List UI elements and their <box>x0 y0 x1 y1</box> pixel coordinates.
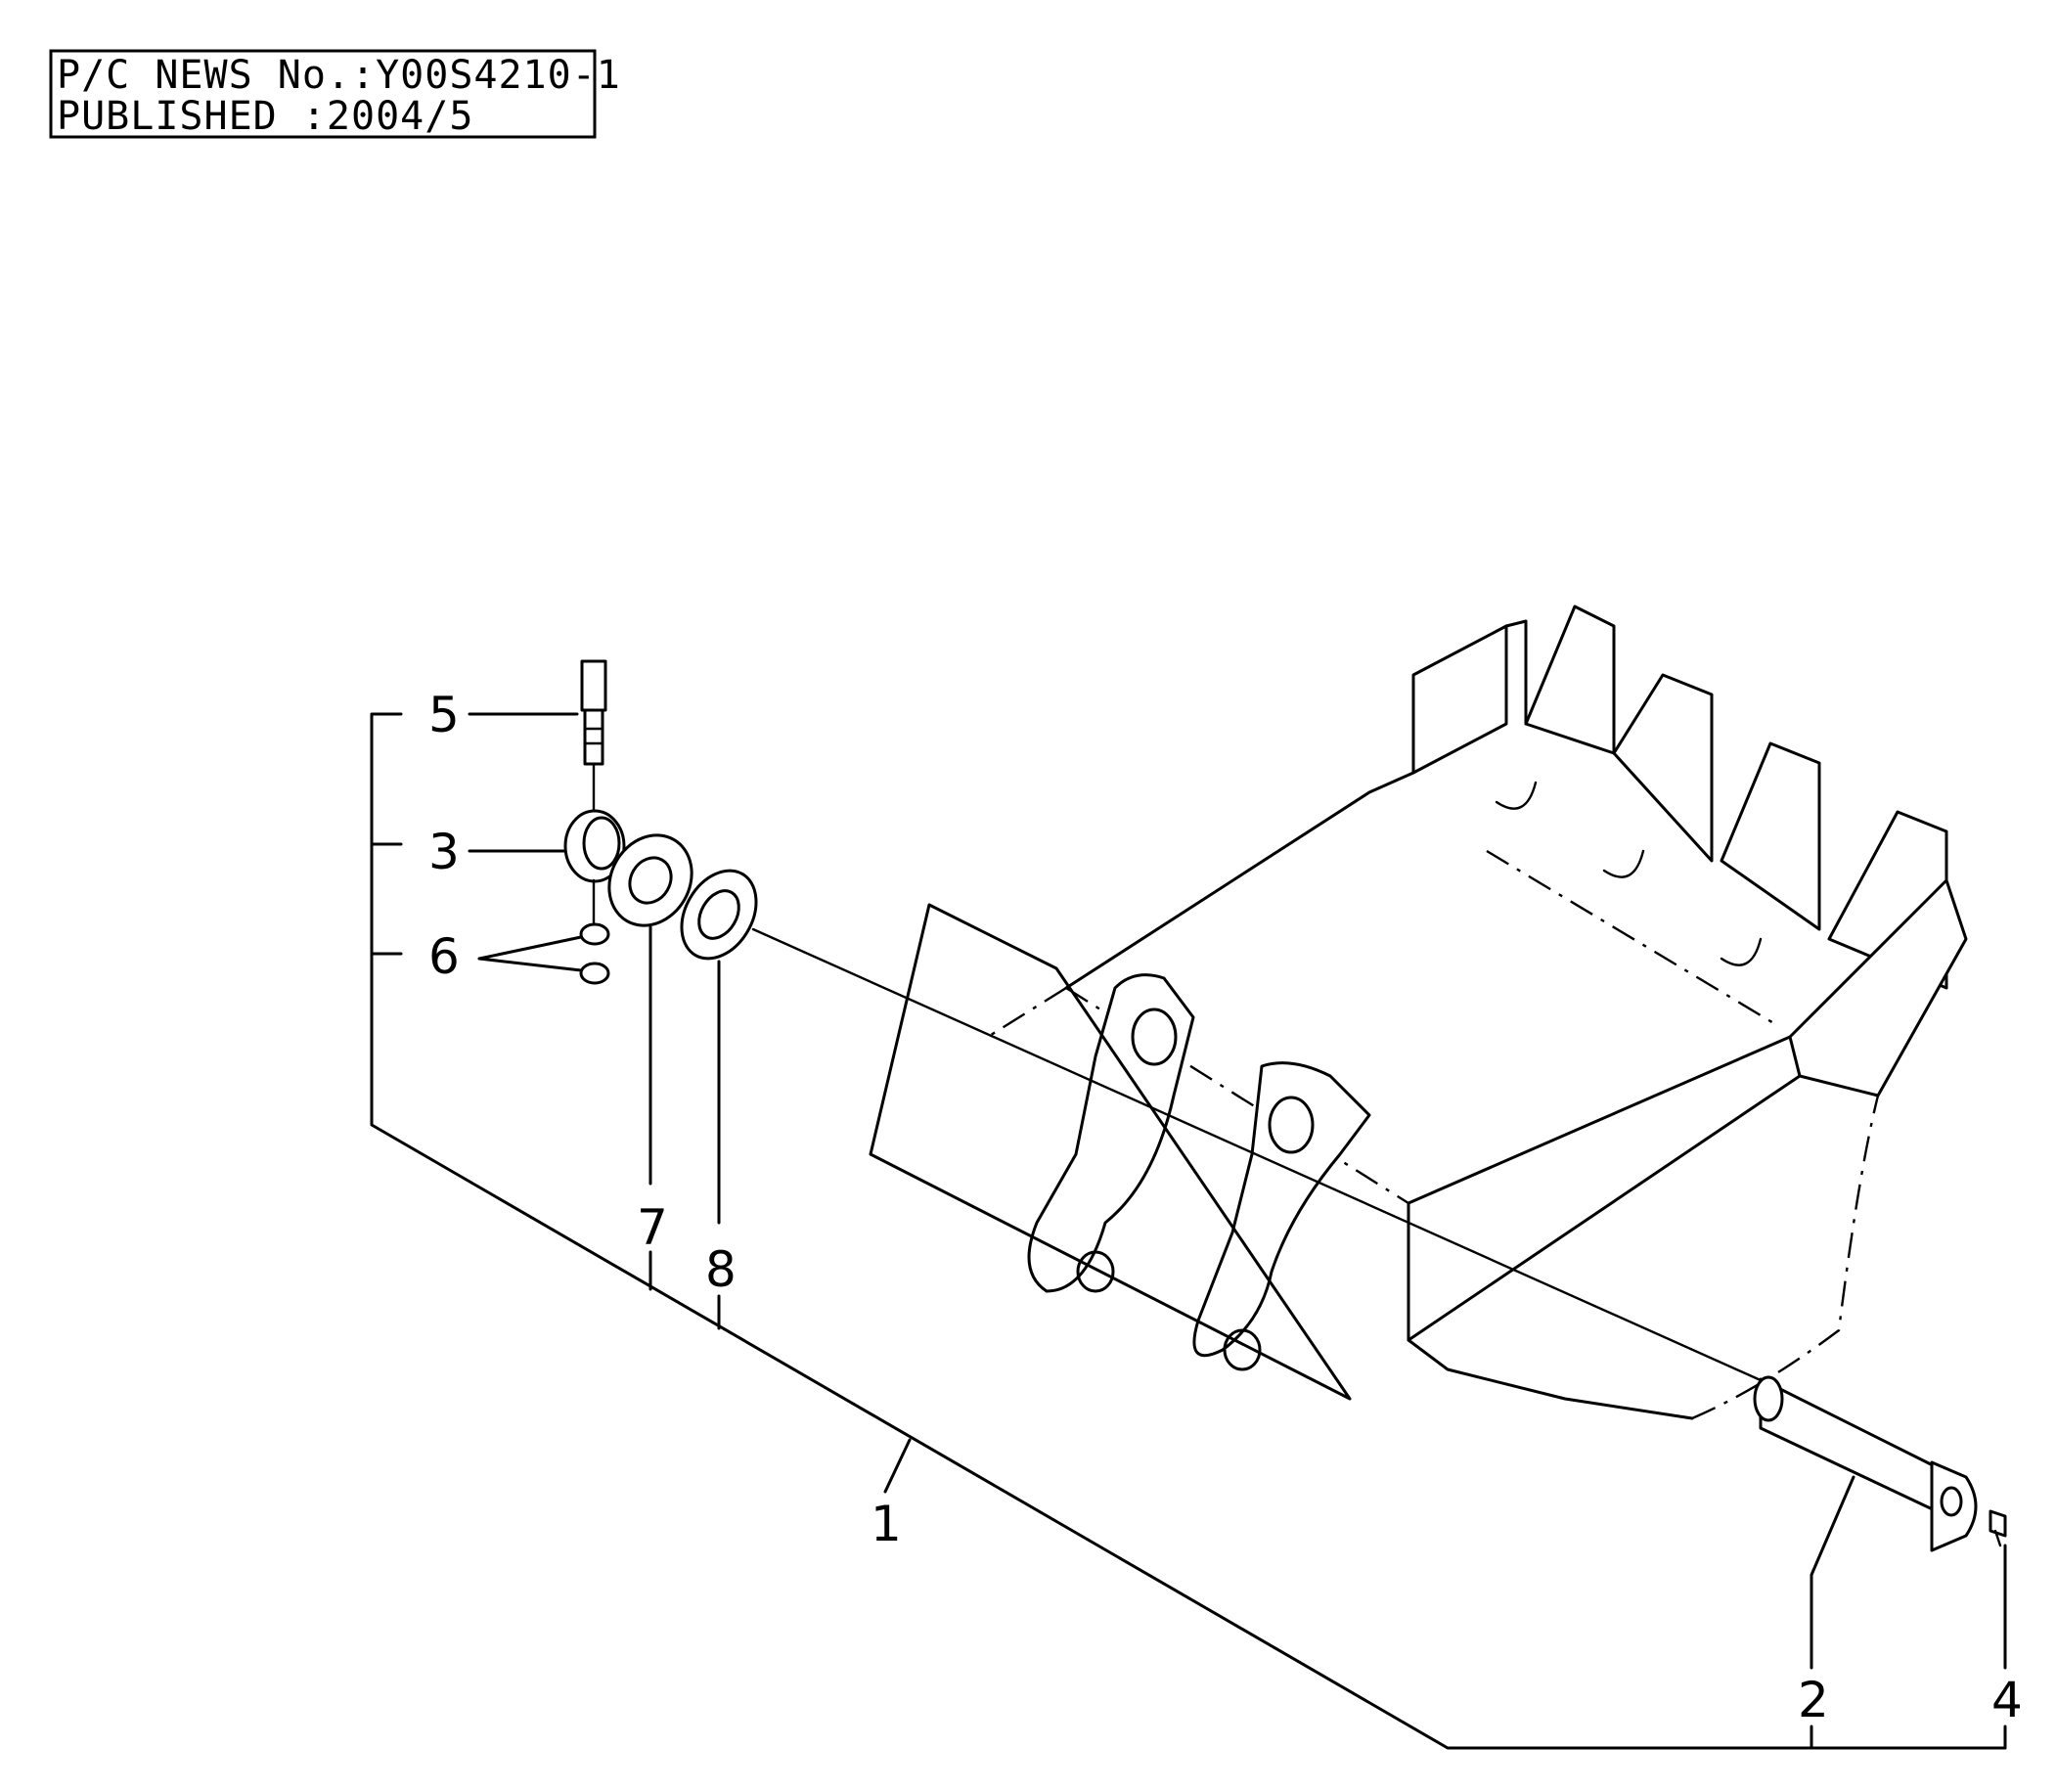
washer-part-7 <box>607 833 693 927</box>
bolt-part-5 <box>580 659 607 814</box>
callout-7: 7 <box>637 1199 668 1256</box>
callout-6: 6 <box>428 928 460 985</box>
callout-5: 5 <box>428 687 460 743</box>
callout-2: 2 <box>1798 1672 1829 1728</box>
pin-part-2 <box>1753 1375 1978 1552</box>
callout-1: 1 <box>871 1496 902 1552</box>
nuts-part-6 <box>579 922 610 985</box>
published-date-text: PUBLISHED :2004/5 <box>57 94 473 139</box>
news-number-text: P/C NEWS No.:Y00S4210-1 <box>57 53 621 98</box>
bucket-illustration <box>751 605 1968 1420</box>
header-box: P/C NEWS No.:Y00S4210-1 PUBLISHED :2004/… <box>49 49 621 139</box>
leader-lines <box>370 712 2007 1750</box>
callout-4: 4 <box>1991 1672 2023 1728</box>
collar-part-3 <box>563 809 626 926</box>
callout-labels: 5 3 6 7 8 1 2 4 <box>428 687 2023 1728</box>
washer-part-8 <box>680 869 758 961</box>
grease-fitting-part-4 <box>1989 1509 2007 1547</box>
callout-3: 3 <box>428 824 460 880</box>
callout-8: 8 <box>705 1241 737 1298</box>
